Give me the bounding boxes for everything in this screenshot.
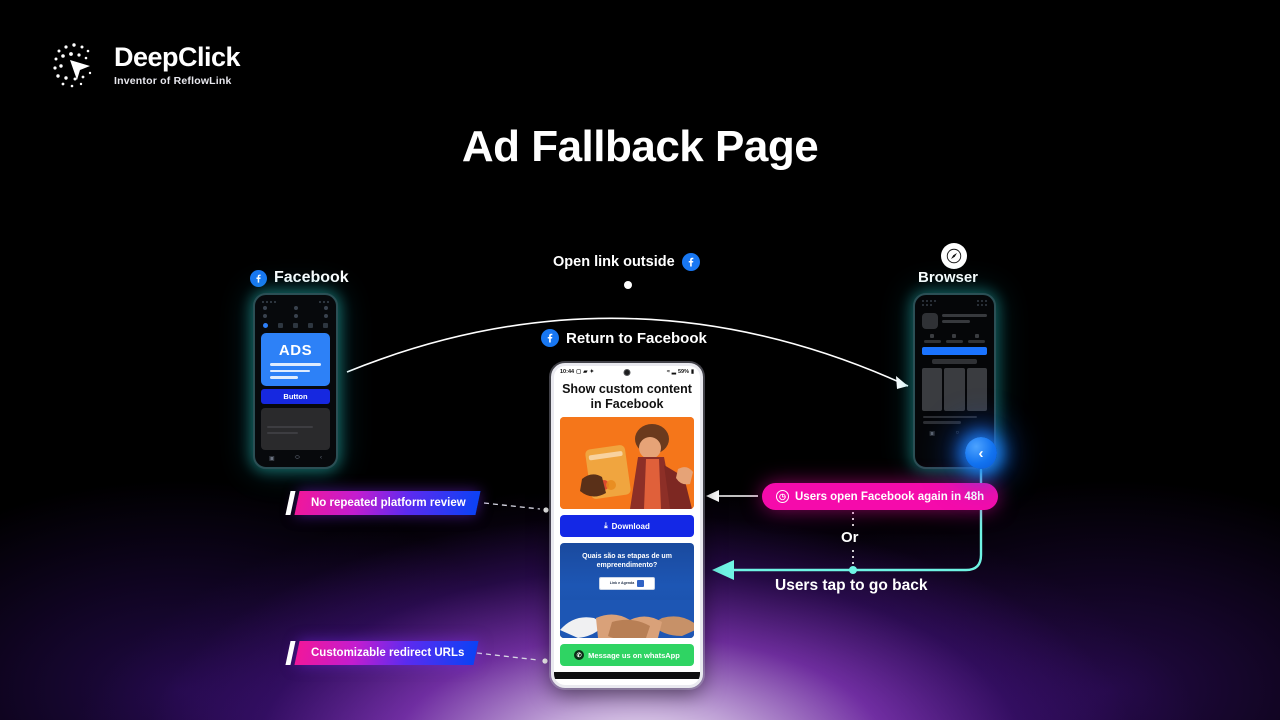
clock-icon: ◷ — [776, 490, 789, 503]
facebook-icon — [250, 269, 267, 287]
browser-back-button[interactable]: ‹ — [965, 437, 997, 469]
statusbar-battery: 59% — [677, 369, 689, 375]
or-label: Or — [841, 529, 859, 546]
browser-phone-navbar: ▣ ○ — [919, 427, 990, 437]
promo-card-headline: Quais são as etapas de um empreendimento… — [582, 553, 672, 570]
browser-phone-addressbar — [919, 303, 990, 307]
nav-back-icon: ‹ — [319, 455, 322, 461]
sim-icon: ▢ — [576, 369, 582, 375]
fallback-headline: Show custom content in Facebook — [562, 382, 692, 411]
brand-name: DeepClick — [114, 41, 241, 72]
whatsapp-button-label: Message us on whatsApp — [588, 650, 680, 660]
ads-card: ADS — [261, 333, 330, 386]
download-button-label: Download — [611, 521, 650, 531]
promo-card-cta-label: Link e Agenda — [609, 581, 635, 586]
tag-customizable-urls: Customizable redirect URLs — [294, 641, 479, 665]
center-phone-home-indicator — [554, 672, 700, 679]
center-phone-statusbar: 10:44 ▢ ▰ ✦ ≈ ▂ 59% ▮ — [554, 366, 700, 376]
front-camera-dot — [623, 368, 631, 376]
download-icon: ⤓ — [604, 521, 608, 530]
whatsapp-button[interactable]: ✆ Message us on whatsApp — [560, 644, 694, 666]
download-button[interactable]: ⤓ Download — [560, 515, 694, 537]
ads-card-title: ADS — [278, 342, 313, 359]
nav-home-icon: ○ — [955, 430, 960, 436]
facebook-icon — [541, 329, 559, 347]
brand-tagline: Inventor of ReflowLink — [114, 74, 232, 87]
right-phone-label: Browser — [918, 269, 978, 286]
statusbar-time: 10:44 — [560, 369, 575, 375]
brand-logo: DeepClick Inventor of ReflowLink — [50, 38, 241, 92]
center-phone-label: Return to Facebook — [541, 329, 707, 347]
left-phone-secondary-card — [261, 407, 330, 450]
right-phone-label-text: Browser — [918, 269, 979, 286]
arc-label-text: Open link outside — [553, 254, 675, 270]
promo-card-cta[interactable]: Link e Agenda — [599, 576, 655, 590]
signal-icon: ▂ — [671, 369, 676, 375]
video-icon: ▰ — [583, 369, 588, 375]
browser-tiles — [919, 367, 990, 411]
left-phone-statusbar — [259, 299, 332, 304]
facebook-icon — [681, 253, 700, 271]
battery-icon: ▮ — [690, 369, 694, 375]
cursor-dots-icon — [50, 38, 104, 92]
nav-recents-icon: ▣ — [929, 430, 935, 437]
fallback-page-phone-mockup: 10:44 ▢ ▰ ✦ ≈ ▂ 59% ▮ Show custom conten… — [551, 363, 703, 688]
wifi-icon: ≈ — [666, 369, 670, 375]
nav-home-icon: ⬭ — [294, 454, 300, 461]
browser-tile — [944, 367, 965, 411]
facebook-phone-mockup: ADS Button ▣ ⬭ ‹ — [253, 293, 338, 469]
browser-tile — [966, 367, 987, 411]
avatar — [922, 313, 938, 329]
hero-image — [560, 417, 694, 509]
browser-subheading — [932, 358, 977, 364]
left-phone-navbar: ▣ ⬭ ‹ — [259, 455, 332, 462]
nav-recents-icon: ▣ — [269, 455, 275, 462]
browser-stats-row — [919, 331, 990, 347]
twitter-icon: ✦ — [589, 369, 595, 375]
tap-to-go-back-label: Users tap to go back — [775, 577, 928, 594]
page-title: Ad Fallback Page — [461, 122, 819, 171]
promo-card[interactable]: Quais são as etapas de um empreendimento… — [560, 543, 694, 638]
browser-tile — [922, 367, 943, 411]
left-phone-label-text: Facebook — [274, 269, 349, 286]
browser-phone-statusbar — [919, 299, 990, 303]
arc-label: Open link outside — [553, 253, 700, 271]
handshake-photo — [560, 600, 694, 638]
center-phone-label-text: Return to Facebook — [566, 329, 707, 347]
ads-cta-button[interactable]: Button — [261, 388, 330, 404]
browser-cta-button[interactable] — [922, 346, 987, 355]
whatsapp-icon: ✆ — [574, 650, 585, 660]
left-phone-search-row — [259, 304, 332, 312]
chevron-left-icon: ‹ — [978, 444, 984, 462]
promo-card-cta-icon — [637, 579, 645, 587]
left-phone-icon-row — [259, 312, 332, 320]
browser-footer-lines — [919, 411, 990, 424]
tag-no-repeated-review: No repeated platform review — [294, 491, 481, 515]
pill-users-open-facebook: ◷ Users open Facebook again in 48h — [762, 483, 999, 510]
left-phone-label: Facebook — [250, 269, 349, 287]
pill-label: Users open Facebook again in 48h — [795, 490, 985, 503]
browser-profile-block — [919, 307, 990, 331]
safari-compass-icon — [941, 243, 967, 269]
left-phone-tabbar — [259, 320, 332, 332]
